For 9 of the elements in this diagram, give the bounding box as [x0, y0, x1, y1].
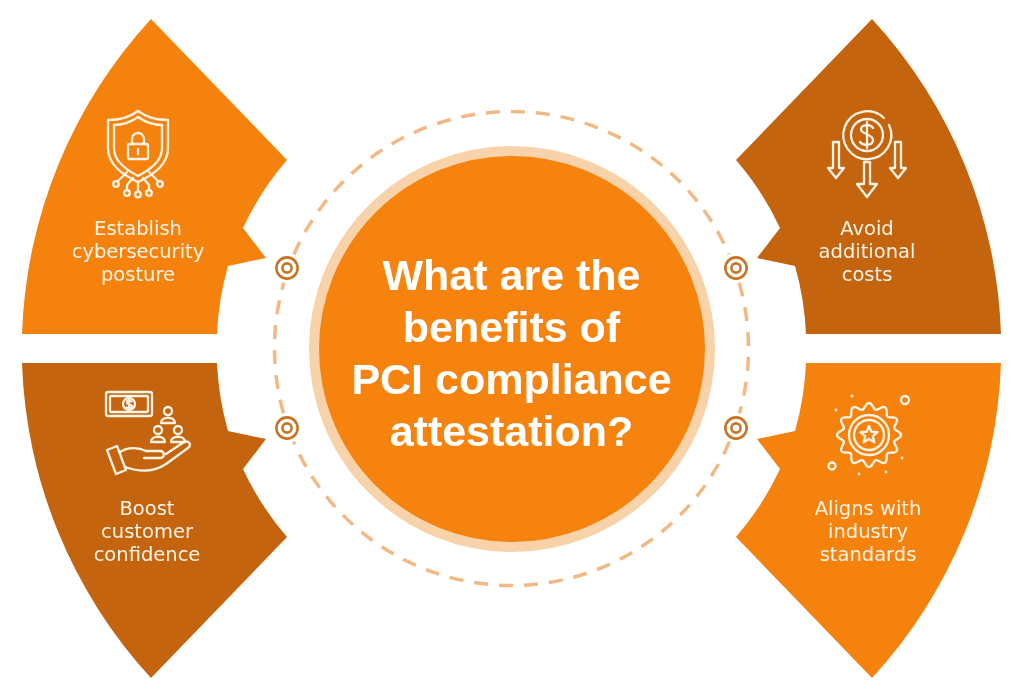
benefit-text: Boost customer confidence	[92, 497, 202, 566]
question-text: What are the benefits of PCI compliance attestation?	[350, 249, 673, 457]
petal-panel	[736, 363, 1001, 678]
petal-panel	[22, 19, 287, 334]
benefit-text: Aligns with industry standards	[813, 497, 923, 566]
petal-panel	[22, 363, 287, 678]
benefit-text: Avoid additional costs	[817, 217, 917, 286]
benefit-text: Establish cybersecurity posture	[70, 217, 206, 286]
petal-panel	[736, 19, 1001, 334]
